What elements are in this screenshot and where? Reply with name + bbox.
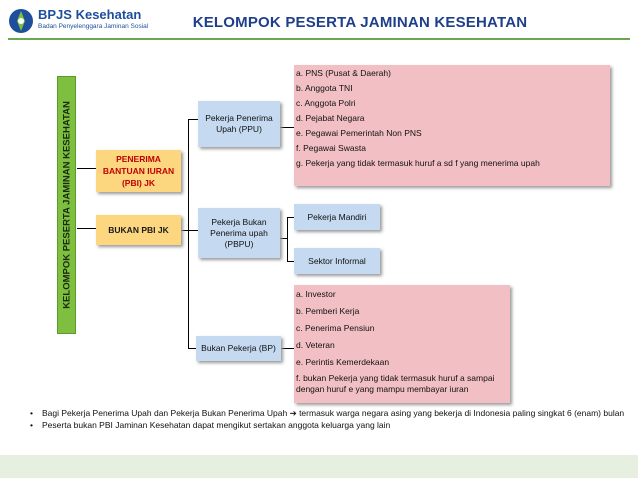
connector-line [77, 228, 96, 229]
bpjs-logo: BPJS Kesehatan Badan Penyelenggara Jamin… [8, 6, 148, 36]
ppu-box: Pekerja Penerima Upah (PPU) [198, 101, 280, 147]
list-item: b. Pemberi Kerja [296, 306, 360, 316]
list-item: d. Veteran [296, 340, 335, 350]
non-pbi-label: BUKAN PBI JK [108, 225, 169, 235]
bpjs-logo-icon [9, 9, 33, 33]
connector-line [280, 127, 294, 128]
list-item: a. PNS (Pusat & Daerah) [296, 68, 391, 78]
vertical-label: KELOMPOK PESERTA JAMINAN KESEHATAN [61, 101, 72, 309]
logo-title: BPJS Kesehatan [38, 7, 142, 22]
pbi-box: PENERIMA BANTUAN IURAN (PBI) JK [96, 150, 181, 192]
pbpu-box: Pekerja Bukan Penerima upah (PBPU) [198, 208, 280, 258]
page-title: KELOMPOK PESERTA JAMINAN KESEHATAN [192, 14, 528, 31]
list-item: g. Pekerja yang tidak termasuk huruf a s… [296, 158, 540, 168]
note-item: • Bagi Pekerja Penerima Upah dan Pekerja… [30, 407, 630, 419]
header-divider [8, 38, 630, 40]
list-item: a. Investor [296, 289, 336, 299]
note-item: • Peserta bukan PBI Jaminan Kesehatan da… [30, 419, 630, 431]
connector-line [287, 217, 294, 218]
connector-line [188, 119, 189, 348]
non-pbi-box: BUKAN PBI JK [96, 215, 181, 245]
list-item: f. Pegawai Swasta [296, 143, 366, 153]
bp-list-box: a. Investor b. Pemberi Kerja c. Penerima… [294, 285, 510, 403]
connector-line [280, 348, 294, 349]
pbi-label: PENERIMA BANTUAN IURAN (PBI) JK [102, 154, 175, 188]
list-item: e. Pegawai Pemerintah Non PNS [296, 128, 422, 138]
connector-line [77, 168, 96, 169]
sektor-informal-label: Sektor Informal [308, 255, 366, 266]
list-item: d. Pejabat Negara [296, 113, 365, 123]
pbpu-label: Pekerja Bukan Penerima upah (PBPU) [210, 216, 268, 249]
connector-line [188, 119, 198, 120]
pekerja-mandiri-label: Pekerja Mandiri [307, 211, 367, 222]
notes: • Bagi Pekerja Penerima Upah dan Pekerja… [30, 407, 630, 431]
bp-label: Bukan Pekerja (BP) [201, 343, 276, 353]
footer-pattern [0, 455, 638, 478]
list-item: f. bukan Pekerja yang tidak termasuk hur… [296, 373, 495, 394]
ppu-list-box: a. PNS (Pusat & Daerah) b. Anggota TNI c… [294, 65, 610, 186]
ppu-label: Pekerja Penerima Upah (PPU) [205, 113, 273, 134]
connector-line [287, 217, 288, 262]
list-item: c. Penerima Pensiun [296, 323, 375, 333]
logo-tagline: Badan Penyelenggara Jaminan Sosial [38, 23, 149, 30]
pekerja-mandiri-box: Pekerja Mandiri [294, 204, 380, 230]
bullet-icon: • [30, 420, 33, 430]
list-item: c. Anggota Polri [296, 98, 356, 108]
vertical-label-box: KELOMPOK PESERTA JAMINAN KESEHATAN [57, 76, 76, 334]
connector-line [188, 348, 198, 349]
note-text: Bagi Pekerja Penerima Upah dan Pekerja B… [42, 408, 625, 418]
connector-line [180, 230, 188, 231]
connector-line [280, 238, 287, 239]
bp-box: Bukan Pekerja (BP) [196, 336, 281, 361]
note-text: Peserta bukan PBI Jaminan Kesehatan dapa… [42, 420, 391, 430]
bullet-icon: • [30, 408, 33, 418]
list-item: b. Anggota TNI [296, 83, 353, 93]
list-item: e. Perintis Kemerdekaan [296, 357, 390, 367]
connector-line [287, 261, 294, 262]
sektor-informal-box: Sektor Informal [294, 248, 380, 274]
connector-line [188, 230, 198, 231]
